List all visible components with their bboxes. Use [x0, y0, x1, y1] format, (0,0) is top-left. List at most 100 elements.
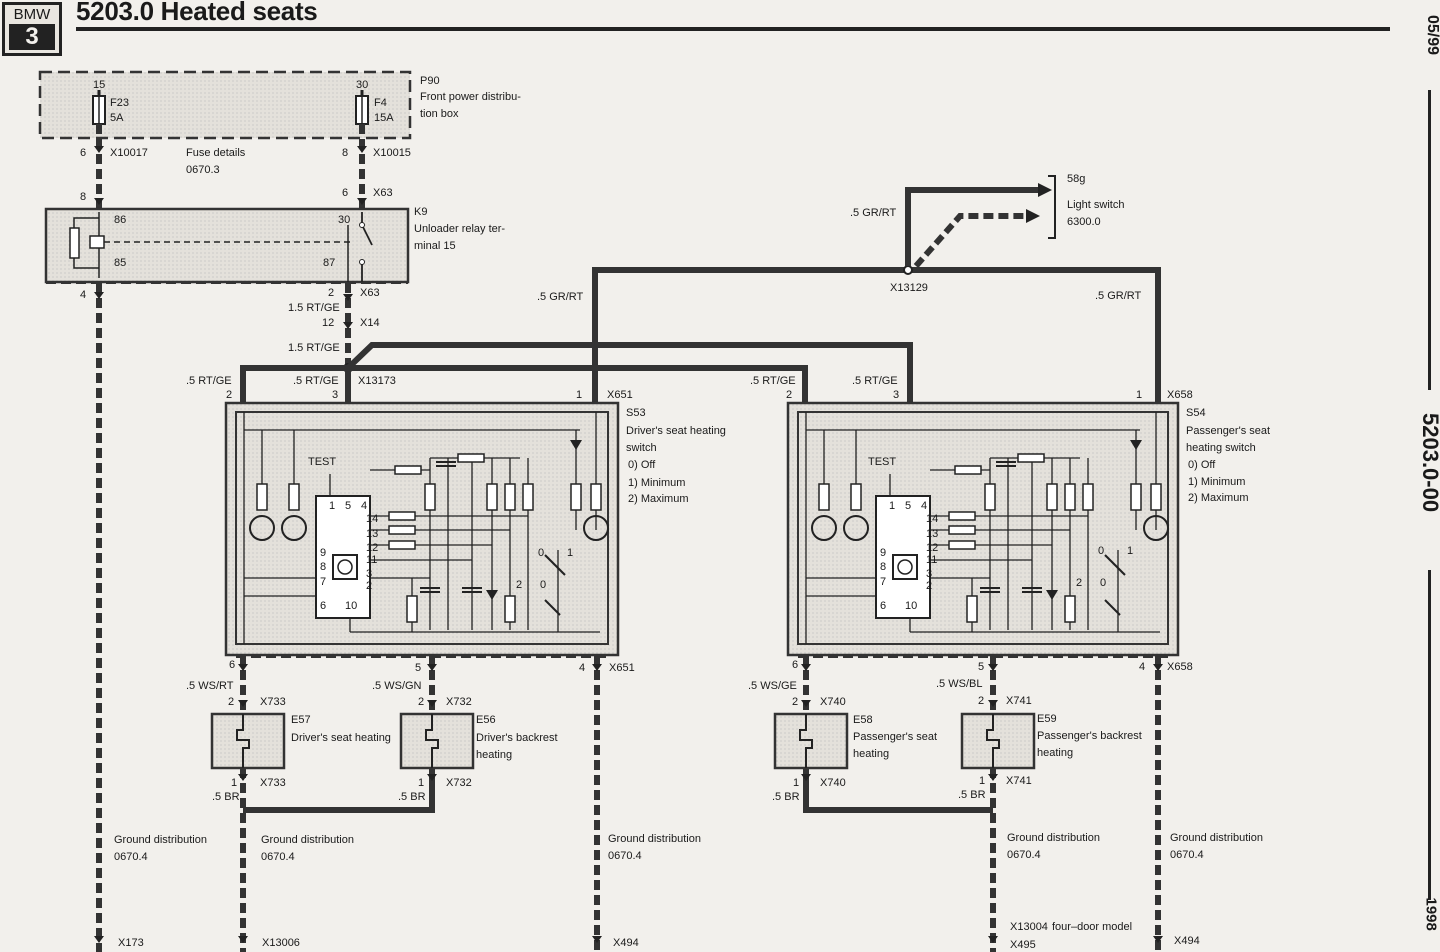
s54-ic-pin-14: 14 — [926, 513, 938, 525]
ground3-line2: 0670.4 — [608, 850, 642, 862]
light-switch-line1: Light switch — [1067, 199, 1124, 211]
e57-conn-out: X733 — [260, 777, 286, 789]
s53-ic-pin-11: 11 — [366, 554, 377, 566]
splice-x13129 — [903, 265, 913, 275]
e57-pin-in: 2 — [228, 696, 234, 708]
ground1-line1: Ground distribution — [114, 834, 207, 846]
wire1-label: 1.5 RT/GE — [288, 302, 340, 314]
ground5-line1: Ground distribution — [1170, 832, 1263, 844]
s53-in1-conn: X651 — [607, 389, 633, 401]
relay-in-left: 8 — [80, 191, 86, 203]
e59-pin-in: 2 — [978, 695, 984, 707]
s54-in2-wire: .5 RT/GE — [750, 375, 796, 387]
s54-sw1: 1 — [1127, 545, 1133, 557]
page-title: 5203.0 Heated seats — [76, 0, 318, 26]
e58-name1: Passenger's seat — [853, 731, 937, 743]
e58-pin-out: 1 — [793, 777, 799, 789]
ground4-conn2: X495 — [1010, 939, 1036, 951]
e57-id: E57 — [291, 714, 311, 726]
fuse-details-line1: Fuse details — [186, 147, 246, 159]
s54-in1-conn: X658 — [1167, 389, 1193, 401]
e57-conn-in: X733 — [260, 696, 286, 708]
s54-in1-pin: 1 — [1136, 389, 1142, 401]
s54-ic-pin-9: 9 — [880, 547, 886, 559]
fuse-details-line2: 0670.3 — [186, 164, 220, 176]
s53-in2-pin: 2 — [226, 389, 232, 401]
s54-switch-box — [786, 401, 1180, 657]
s53-ic-pin-8: 8 — [320, 561, 326, 573]
ground3-line1: Ground distribution — [608, 833, 701, 845]
ground2-line1: Ground distribution — [261, 834, 354, 846]
s53-line2: switch — [626, 442, 657, 454]
wire-light-switch — [905, 187, 1045, 266]
e59-wire-in: .5 WS/BL — [936, 678, 982, 690]
relay-in-right-conn: X63 — [373, 187, 393, 199]
s54-id: S54 — [1186, 407, 1206, 419]
s53-line1: Driver's seat heating — [626, 425, 726, 437]
wire-e58-ground — [803, 768, 993, 813]
ground4-conn: X13004 — [1010, 921, 1048, 933]
e58-conn-in: X740 — [820, 696, 846, 708]
fuse-f4-pin-bottom: 8 — [342, 147, 348, 159]
s54-in2-pin: 2 — [786, 389, 792, 401]
e56-name1: Driver's backrest — [476, 732, 558, 744]
s54-ic-pin-4: 4 — [921, 500, 927, 512]
s54-opt1: 1) Minimum — [1188, 476, 1245, 488]
light-switch-pin: 58g — [1067, 173, 1085, 185]
s53-ic-pin-2: 2 — [366, 580, 372, 592]
s53-out6-pin: 6 — [229, 659, 235, 671]
e58-conn-out: X740 — [820, 777, 846, 789]
relay-out-right: 2 — [328, 287, 334, 299]
s53-ic-pin-7: 7 — [320, 576, 326, 588]
ground5-line2: 0670.4 — [1170, 849, 1204, 861]
s54-sw0a: 0 — [1098, 545, 1104, 557]
ground2-line2: 0670.4 — [261, 851, 295, 863]
s53-out4-conn: X651 — [609, 662, 635, 674]
relay-out-left: 4 — [80, 289, 86, 301]
relay-id: K9 — [414, 206, 427, 218]
s53-ic-pin-10: 10 — [345, 600, 357, 612]
gr-rt-top-label: .5 GR/RT — [850, 207, 897, 219]
s53-ic-pin-12: 12 — [366, 542, 378, 554]
ground1-conn: X173 — [118, 937, 144, 949]
s53-ic-pin-9: 9 — [320, 547, 326, 559]
s53-sw0b: 0 — [540, 579, 546, 591]
s53-ic-pin-6: 6 — [320, 600, 326, 612]
e57-name: Driver's seat heating — [291, 732, 391, 744]
relay-pin-85: 85 — [114, 257, 126, 269]
power-box-id: P90 — [420, 75, 440, 87]
s53-ic-pin-4: 4 — [361, 500, 367, 512]
s53-ic-pin-13: 13 — [366, 528, 378, 540]
ground4-line1: Ground distribution — [1007, 832, 1100, 844]
side-rule-top — [1428, 90, 1431, 390]
fuse-f4-pin-top: 30 — [356, 79, 368, 91]
s53-sw2: 2 — [516, 579, 522, 591]
s54-out4-pin: 4 — [1139, 661, 1145, 673]
s53-opt0: 0) Off — [628, 459, 656, 471]
side-rule-bottom — [1428, 570, 1431, 900]
s54-ic-pin-2: 2 — [926, 580, 932, 592]
power-box-line1: Front power distribu- — [420, 91, 521, 103]
s54-ic-pin-11: 11 — [926, 554, 937, 566]
s54-ic-pin-5: 5 — [905, 500, 911, 512]
s53-in1-pin: 1 — [576, 389, 582, 401]
s54-opt2: 2) Maximum — [1188, 492, 1249, 504]
s53-out5-pin: 5 — [415, 662, 421, 674]
relay-coil — [69, 227, 80, 259]
s53-opt1: 1) Minimum — [628, 477, 685, 489]
wire1-conn: X14 — [360, 317, 380, 329]
power-box-line2: tion box — [420, 108, 459, 120]
s54-ic-pin-6: 6 — [880, 600, 886, 612]
fuse-f4-rating: 15A — [374, 112, 394, 124]
relay-pin-87: 87 — [323, 257, 335, 269]
wire-gr-rt — [592, 267, 1161, 402]
ground3-conn: X494 — [613, 937, 639, 949]
e56-conn-out: X732 — [446, 777, 472, 789]
e59-name1: Passenger's backrest — [1037, 730, 1142, 742]
s54-ic-pin-1: 1 — [889, 500, 895, 512]
gr-rt-left-label: .5 GR/RT — [537, 291, 584, 303]
fuse-f23-rating: 5A — [110, 112, 124, 124]
light-switch-line2: 6300.0 — [1067, 216, 1101, 228]
s53-ic-pin-1: 1 — [329, 500, 335, 512]
e56-id: E56 — [476, 714, 496, 726]
